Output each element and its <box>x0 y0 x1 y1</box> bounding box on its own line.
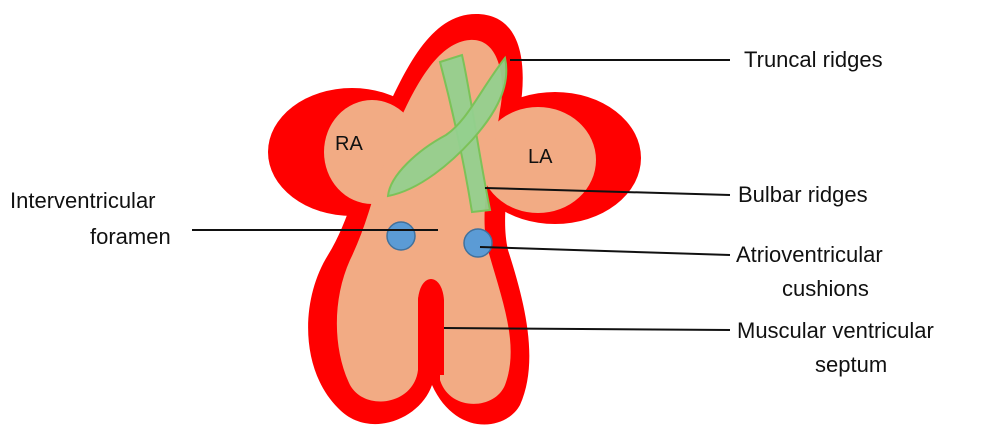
iv-foramen-label-line2: foramen <box>90 224 171 249</box>
av-cushions-label-line2: cushions <box>782 276 869 301</box>
av-cushion-left <box>387 222 415 250</box>
iv-foramen-label-line1: Interventricular <box>10 188 156 213</box>
av-cushions-leader <box>480 247 730 255</box>
muscular-septum-label-line1: Muscular ventricular <box>737 318 934 343</box>
truncal-ridges-label: Truncal ridges <box>744 47 883 72</box>
left-atrium-label: LA <box>528 146 553 168</box>
av-cushions-label-line1: Atrioventricular <box>736 242 883 267</box>
muscular-septum-label-line2: septum <box>815 352 887 377</box>
bulbar-ridges-label: Bulbar ridges <box>738 182 868 207</box>
av-cushion-right <box>464 229 492 257</box>
right-atrium-label: RA <box>335 133 363 155</box>
muscular-ventricular-septum <box>418 279 444 375</box>
